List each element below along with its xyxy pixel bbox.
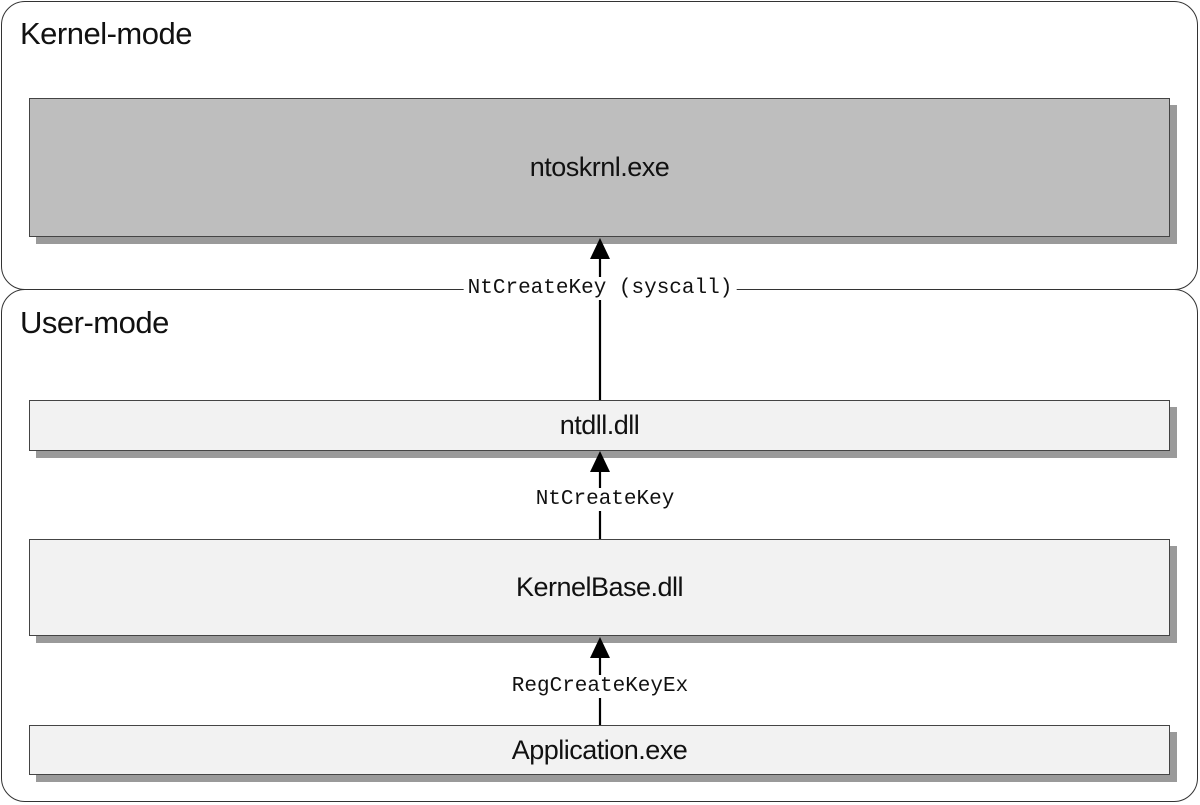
- application-label: Application.exe: [511, 734, 688, 765]
- kernel-mode-title: Kernel-mode: [20, 16, 192, 51]
- regcreatekeyex-call-label: RegCreateKeyEx: [507, 675, 693, 698]
- ntoskrnl-label: ntoskrnl.exe: [529, 152, 670, 182]
- syscall-call-label: NtCreateKey (syscall): [463, 277, 737, 300]
- ntdll-label: ntdll.dll: [559, 410, 640, 440]
- kernelbase-box: KernelBase.dll: [29, 539, 1170, 636]
- ntcreatekey-call-label: NtCreateKey: [531, 488, 679, 511]
- kernelbase-label: KernelBase.dll: [515, 572, 684, 602]
- ntdll-box: ntdll.dll: [29, 400, 1170, 451]
- user-mode-title: User-mode: [20, 305, 169, 340]
- ntoskrnl-box: ntoskrnl.exe: [29, 98, 1170, 237]
- application-box: Application.exe: [29, 725, 1170, 775]
